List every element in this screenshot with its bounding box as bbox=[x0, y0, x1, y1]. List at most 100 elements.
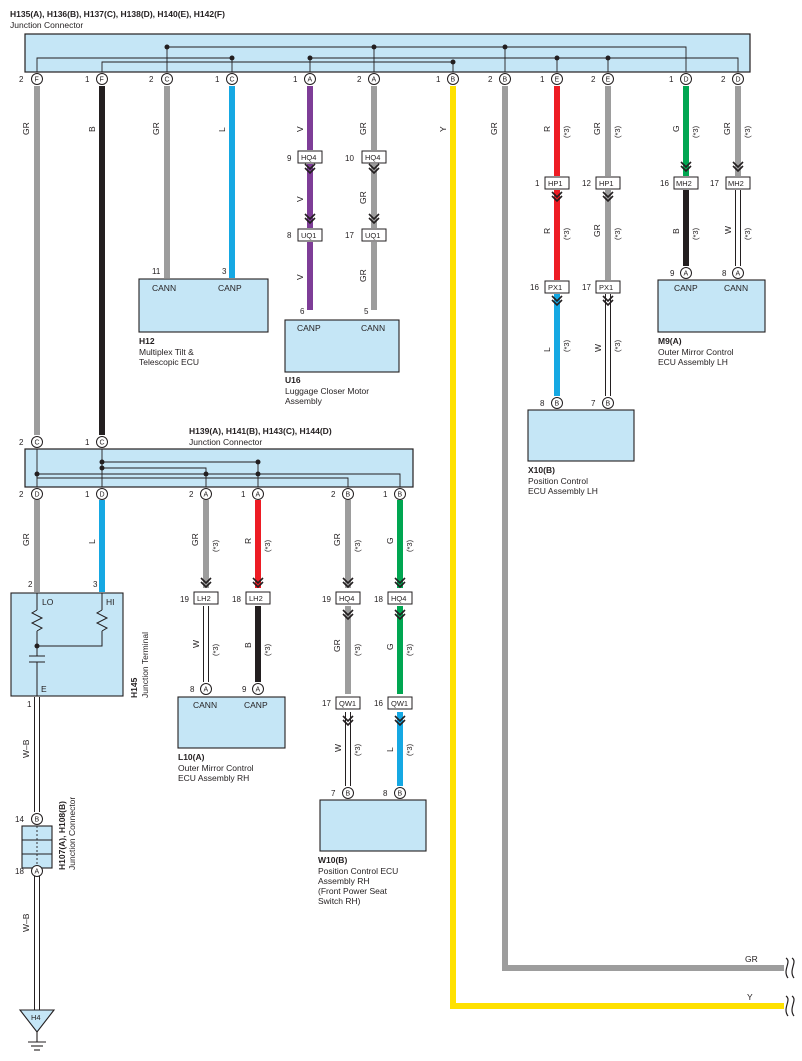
svg-text:GR: GR bbox=[21, 533, 31, 546]
conn-hp1-1: 1 HP1 bbox=[535, 176, 570, 190]
svg-text:(*3): (*3) bbox=[353, 539, 362, 552]
svg-text:9: 9 bbox=[242, 685, 247, 694]
svg-text:CANP: CANP bbox=[244, 700, 268, 710]
svg-text:(*3): (*3) bbox=[211, 643, 220, 656]
mid-junction-subtitle: Junction Connector bbox=[189, 437, 262, 447]
wire-break-marks bbox=[785, 957, 795, 1017]
svg-text:D: D bbox=[684, 77, 689, 84]
svg-text:HP1: HP1 bbox=[548, 179, 563, 188]
svg-text:H107(A), H108(B): H107(A), H108(B) bbox=[57, 801, 67, 870]
svg-text:LO: LO bbox=[42, 597, 54, 607]
svg-text:9: 9 bbox=[287, 154, 292, 163]
svg-text:8: 8 bbox=[722, 269, 727, 278]
label-gr-1: GR bbox=[21, 122, 31, 135]
svg-text:MH2: MH2 bbox=[728, 179, 744, 188]
svg-text:A: A bbox=[684, 271, 689, 278]
top-junction-dots bbox=[164, 44, 611, 65]
svg-text:Outer Mirror Control: Outer Mirror Control bbox=[658, 347, 734, 357]
svg-text:G: G bbox=[385, 537, 395, 544]
svg-text:7: 7 bbox=[591, 399, 596, 408]
svg-text:18: 18 bbox=[232, 595, 241, 604]
svg-text:B: B bbox=[346, 791, 351, 798]
svg-text:D: D bbox=[100, 492, 105, 499]
svg-text:1: 1 bbox=[85, 490, 90, 499]
svg-text:(*3): (*3) bbox=[353, 743, 362, 756]
svg-text:B: B bbox=[35, 817, 40, 824]
svg-text:16: 16 bbox=[660, 179, 669, 188]
svg-text:HQ4: HQ4 bbox=[365, 153, 380, 162]
svg-text:1: 1 bbox=[85, 438, 90, 447]
svg-text:2: 2 bbox=[28, 580, 33, 589]
label-b-1: B bbox=[87, 126, 97, 132]
svg-text:GR: GR bbox=[332, 533, 342, 546]
svg-text:Position Control ECU: Position Control ECU bbox=[318, 866, 398, 876]
svg-text:R: R bbox=[542, 228, 552, 234]
svg-text:12: 12 bbox=[582, 179, 591, 188]
svg-text:(*3): (*3) bbox=[613, 227, 622, 240]
svg-text:CANN: CANN bbox=[724, 283, 748, 293]
svg-text:GR: GR bbox=[358, 191, 368, 204]
svg-text:A: A bbox=[35, 869, 40, 876]
svg-text:G: G bbox=[385, 643, 395, 650]
label-gr-6: GR bbox=[722, 122, 732, 135]
svg-text:W: W bbox=[723, 226, 733, 234]
label-gr-5: GR bbox=[592, 122, 602, 135]
svg-text:(*3): (*3) bbox=[405, 743, 414, 756]
svg-text:1: 1 bbox=[535, 179, 540, 188]
label-gr-2: GR bbox=[151, 122, 161, 135]
svg-text:16: 16 bbox=[374, 699, 383, 708]
svg-text:GR: GR bbox=[190, 533, 200, 546]
svg-text:QW1: QW1 bbox=[391, 699, 408, 708]
svg-text:UQ1: UQ1 bbox=[365, 231, 380, 240]
svg-text:2: 2 bbox=[19, 438, 24, 447]
component-h12: 11 3 CANN CANP H12 Multiplex Tilt & Tele… bbox=[138, 267, 269, 367]
svg-text:2: 2 bbox=[149, 75, 154, 84]
svg-text:1: 1 bbox=[540, 75, 545, 84]
top-junction-title: H135(A), H136(B), H137(C), H138(D), H140… bbox=[10, 9, 225, 19]
svg-text:(*3): (*3) bbox=[405, 643, 414, 656]
svg-text:LH2: LH2 bbox=[197, 594, 211, 603]
svg-text:LH2: LH2 bbox=[249, 594, 263, 603]
mid-junction: H139(A), H141(B), H143(C), H144(D) Junct… bbox=[19, 426, 414, 500]
svg-text:A: A bbox=[372, 77, 377, 84]
svg-text:C: C bbox=[165, 77, 170, 84]
svg-text:M9(A): M9(A) bbox=[658, 336, 682, 346]
svg-text:B: B bbox=[243, 642, 253, 648]
conn-lh2-18: 18 LH2 bbox=[232, 591, 271, 605]
label-y-1: Y bbox=[438, 126, 448, 132]
svg-text:A: A bbox=[256, 492, 261, 499]
svg-text:GR: GR bbox=[358, 269, 368, 282]
svg-text:HQ4: HQ4 bbox=[391, 594, 406, 603]
svg-text:Switch RH): Switch RH) bbox=[318, 896, 361, 906]
svg-text:18: 18 bbox=[15, 867, 24, 876]
svg-text:8: 8 bbox=[540, 399, 545, 408]
svg-text:C: C bbox=[230, 77, 235, 84]
svg-text:ECU Assembly LH: ECU Assembly LH bbox=[658, 357, 728, 367]
svg-text:2: 2 bbox=[591, 75, 596, 84]
ground-h4: H4 bbox=[18, 1009, 56, 1051]
svg-text:(Front Power Seat: (Front Power Seat bbox=[318, 886, 388, 896]
svg-text:C: C bbox=[35, 440, 40, 447]
svg-text:CANN: CANN bbox=[361, 323, 385, 333]
mid-junction-title: H139(A), H141(B), H143(C), H144(D) bbox=[189, 426, 332, 436]
svg-text:B: B bbox=[503, 77, 508, 84]
svg-text:HI: HI bbox=[106, 597, 115, 607]
svg-text:A: A bbox=[256, 687, 261, 694]
svg-text:W: W bbox=[191, 640, 201, 648]
svg-text:HQ4: HQ4 bbox=[339, 594, 354, 603]
svg-text:GR: GR bbox=[332, 639, 342, 652]
wires bbox=[34, 86, 784, 1010]
svg-text:CANN: CANN bbox=[152, 283, 176, 293]
svg-text:GR: GR bbox=[592, 224, 602, 237]
